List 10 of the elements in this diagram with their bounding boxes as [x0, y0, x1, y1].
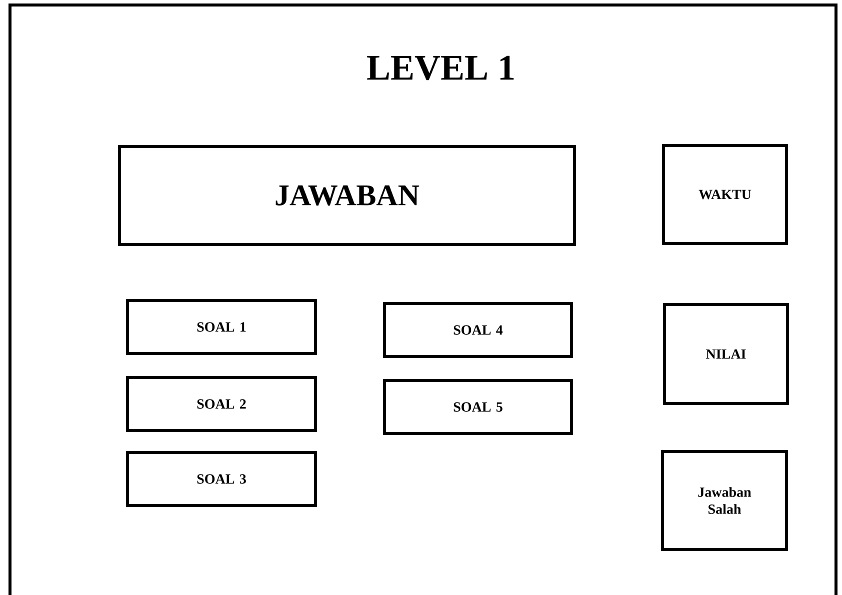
wrong-answer-box: Jawaban Salah: [661, 450, 788, 551]
question-box: SOAL 5: [383, 379, 573, 435]
title: LEVEL 1: [367, 56, 514, 80]
timer-box: WAKTU: [662, 144, 788, 245]
question-box: SOAL 3: [126, 451, 317, 507]
question-box: SOAL 1: [126, 299, 317, 355]
answer-box: JAWABAN: [118, 145, 576, 246]
score-box: NILAI: [663, 303, 789, 405]
question-box: SOAL 2: [126, 376, 317, 432]
question-box: SOAL 4: [383, 302, 573, 358]
